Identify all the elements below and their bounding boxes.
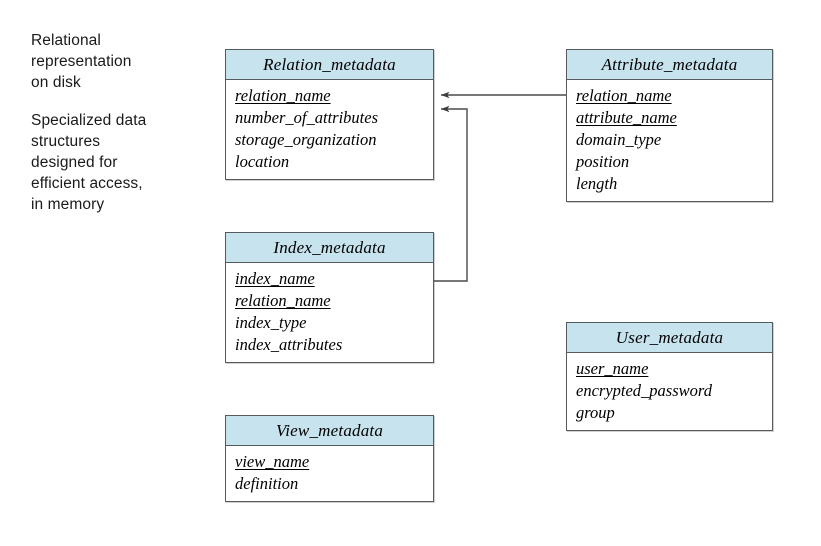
attribute-number-of-attributes: number_of_attributes <box>235 108 378 127</box>
entity-title-user-metadata: User_metadata <box>567 323 772 353</box>
entity-attributes-relation-metadata: relation_name number_of_attributes stora… <box>226 80 433 179</box>
entity-title-attribute-metadata: Attribute_metadata <box>567 50 772 80</box>
attribute-group: group <box>576 403 615 422</box>
connector-index-to-relation <box>434 105 468 282</box>
attribute-relation-name: relation_name <box>576 86 672 105</box>
note-specialized-structures-in-memory: Specialized data structures designed for… <box>31 112 147 213</box>
attribute-attribute-name: attribute_name <box>576 108 677 127</box>
entity-title-relation-metadata: Relation_metadata <box>226 50 433 80</box>
entity-attribute-metadata[interactable]: Attribute_metadata relation_name attribu… <box>566 49 773 202</box>
attribute-definition: definition <box>235 474 299 493</box>
entity-attributes-attribute-metadata: relation_name attribute_name domain_type… <box>567 80 772 201</box>
attribute-view-name: view_name <box>235 452 310 471</box>
attribute-storage-organization: storage_organization <box>235 130 377 149</box>
entity-attributes-index-metadata: index_name relation_name index_type inde… <box>226 263 433 362</box>
entity-user-metadata[interactable]: User_metadata user_name encrypted_passwo… <box>566 322 773 431</box>
entity-index-metadata[interactable]: Index_metadata index_name relation_name … <box>225 232 434 363</box>
entity-relation-metadata[interactable]: Relation_metadata relation_name number_o… <box>225 49 434 180</box>
attribute-user-name: user_name <box>576 359 649 378</box>
note-relational-on-disk: Relational representation on disk <box>31 32 132 91</box>
entity-title-index-metadata: Index_metadata <box>226 233 433 263</box>
attribute-position: position <box>576 152 630 171</box>
attribute-index-attributes: index_attributes <box>235 335 343 354</box>
attribute-encrypted-password: encrypted_password <box>576 381 712 400</box>
attribute-index-name: index_name <box>235 269 315 288</box>
attribute-length: length <box>576 174 618 193</box>
entity-view-metadata[interactable]: View_metadata view_name definition <box>225 415 434 502</box>
attribute-index-type: index_type <box>235 313 307 332</box>
attribute-relation-name: relation_name <box>235 291 331 310</box>
entity-attributes-view-metadata: view_name definition <box>226 446 433 501</box>
entity-attributes-user-metadata: user_name encrypted_password group <box>567 353 772 430</box>
attribute-domain-type: domain_type <box>576 130 662 149</box>
attribute-relation-name: relation_name <box>235 86 331 105</box>
entity-title-view-metadata: View_metadata <box>226 416 433 446</box>
attribute-location: location <box>235 152 290 171</box>
